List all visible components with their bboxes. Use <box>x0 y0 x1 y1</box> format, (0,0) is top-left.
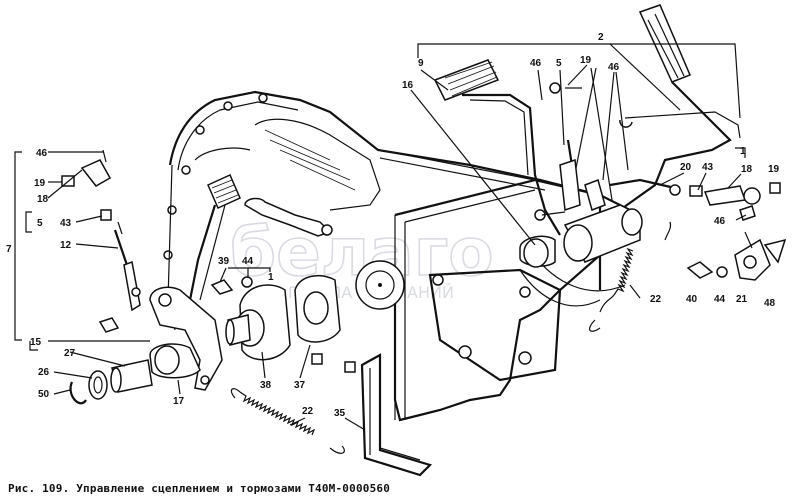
callout-43a: 43 <box>702 162 714 173</box>
callout-46d: 46 <box>36 148 48 159</box>
callout-9: 9 <box>418 58 424 69</box>
callout-20: 20 <box>680 162 692 173</box>
callout-35: 35 <box>334 408 346 419</box>
callout-15: 15 <box>30 337 42 348</box>
callout-46a: 46 <box>530 58 542 69</box>
callout-37: 37 <box>294 380 306 391</box>
callout-1a: 1 <box>740 146 746 157</box>
callout-19c: 19 <box>34 178 46 189</box>
callout-19a: 19 <box>580 55 592 66</box>
transmission-housing <box>163 90 632 422</box>
brake-pedal-group <box>433 4 787 281</box>
callout-1b: 1 <box>268 272 274 283</box>
spring-22-right <box>588 221 672 332</box>
callout-16: 16 <box>402 80 414 91</box>
callout-39: 39 <box>218 256 230 267</box>
callout-5a: 5 <box>556 58 562 69</box>
callout-46b: 46 <box>608 62 620 73</box>
callout-48: 48 <box>764 298 776 309</box>
shaft-flanges <box>210 274 356 373</box>
callout-44b: 44 <box>242 256 254 267</box>
callout-26: 26 <box>38 367 50 378</box>
bracket-35 <box>360 353 433 477</box>
callout-12: 12 <box>60 240 72 251</box>
callout-2: 2 <box>598 32 604 43</box>
callout-43b: 43 <box>60 218 72 229</box>
callout-27: 27 <box>64 348 76 359</box>
callout-19b: 19 <box>768 164 780 175</box>
callout-18a: 18 <box>741 164 753 175</box>
callout-22a: 22 <box>650 294 662 305</box>
callout-7: 7 <box>6 244 12 255</box>
callout-5b: 5 <box>37 218 43 229</box>
leader-lines <box>14 43 747 431</box>
callout-44a: 44 <box>714 294 726 305</box>
callout-40: 40 <box>686 294 698 305</box>
callout-18b: 18 <box>37 194 49 205</box>
spring-22-bottom <box>230 388 345 454</box>
callout-22b: 22 <box>302 406 314 417</box>
clutch-pedal-group <box>61 149 333 405</box>
callout-38: 38 <box>260 380 272 391</box>
callout-labels: 2 9 16 46 5 19 46 1 20 43 18 19 46 40 44… <box>6 32 780 419</box>
callout-50: 50 <box>38 389 50 400</box>
callout-21: 21 <box>736 294 748 305</box>
figure-caption: Рис. 109. Управление сцеплением и тормоз… <box>8 482 391 495</box>
callout-17: 17 <box>173 396 185 407</box>
callout-46c: 46 <box>714 216 726 227</box>
